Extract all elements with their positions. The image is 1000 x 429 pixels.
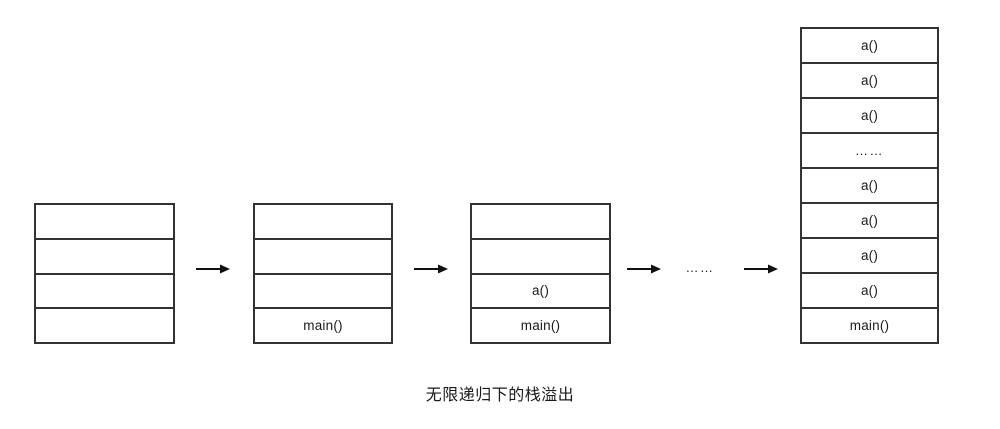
stack-frame-2: main() <box>253 203 393 344</box>
stack-cell-a: a() <box>802 169 937 204</box>
stack-cell-main: main() <box>472 309 609 342</box>
arrow-right-icon <box>744 262 778 276</box>
stack-cell-a: a() <box>802 204 937 239</box>
stack-cell-a: a() <box>802 29 937 64</box>
arrow-right-icon <box>627 262 661 276</box>
arrow-right-icon <box>196 262 230 276</box>
stack-cell <box>255 239 391 275</box>
stack-frame-3: a() main() <box>470 203 611 344</box>
stack-cell-a: a() <box>802 239 937 274</box>
stack-cell <box>36 274 173 310</box>
stack-cell <box>472 205 609 240</box>
stack-cell <box>472 239 609 275</box>
stack-cell <box>255 274 391 310</box>
flow-ellipsis: …… <box>685 260 715 275</box>
stack-frame-4: a() a() a() …… a() a() a() a() main() <box>800 27 939 344</box>
stack-cell <box>36 205 173 240</box>
stack-frame-1 <box>34 203 175 344</box>
stack-cell-ellipsis: …… <box>802 134 937 169</box>
stack-cell-a: a() <box>802 274 937 309</box>
diagram-caption: 无限递归下的栈溢出 <box>425 387 575 404</box>
stack-cell-main: main() <box>802 309 937 342</box>
stack-cell-a: a() <box>472 274 609 310</box>
stack-cell-a: a() <box>802 99 937 134</box>
stack-cell-main: main() <box>255 309 391 342</box>
stack-cell <box>36 309 173 342</box>
stack-cell <box>36 239 173 275</box>
stack-cell <box>255 205 391 240</box>
stack-cell-a: a() <box>802 64 937 99</box>
arrow-right-icon <box>414 262 448 276</box>
